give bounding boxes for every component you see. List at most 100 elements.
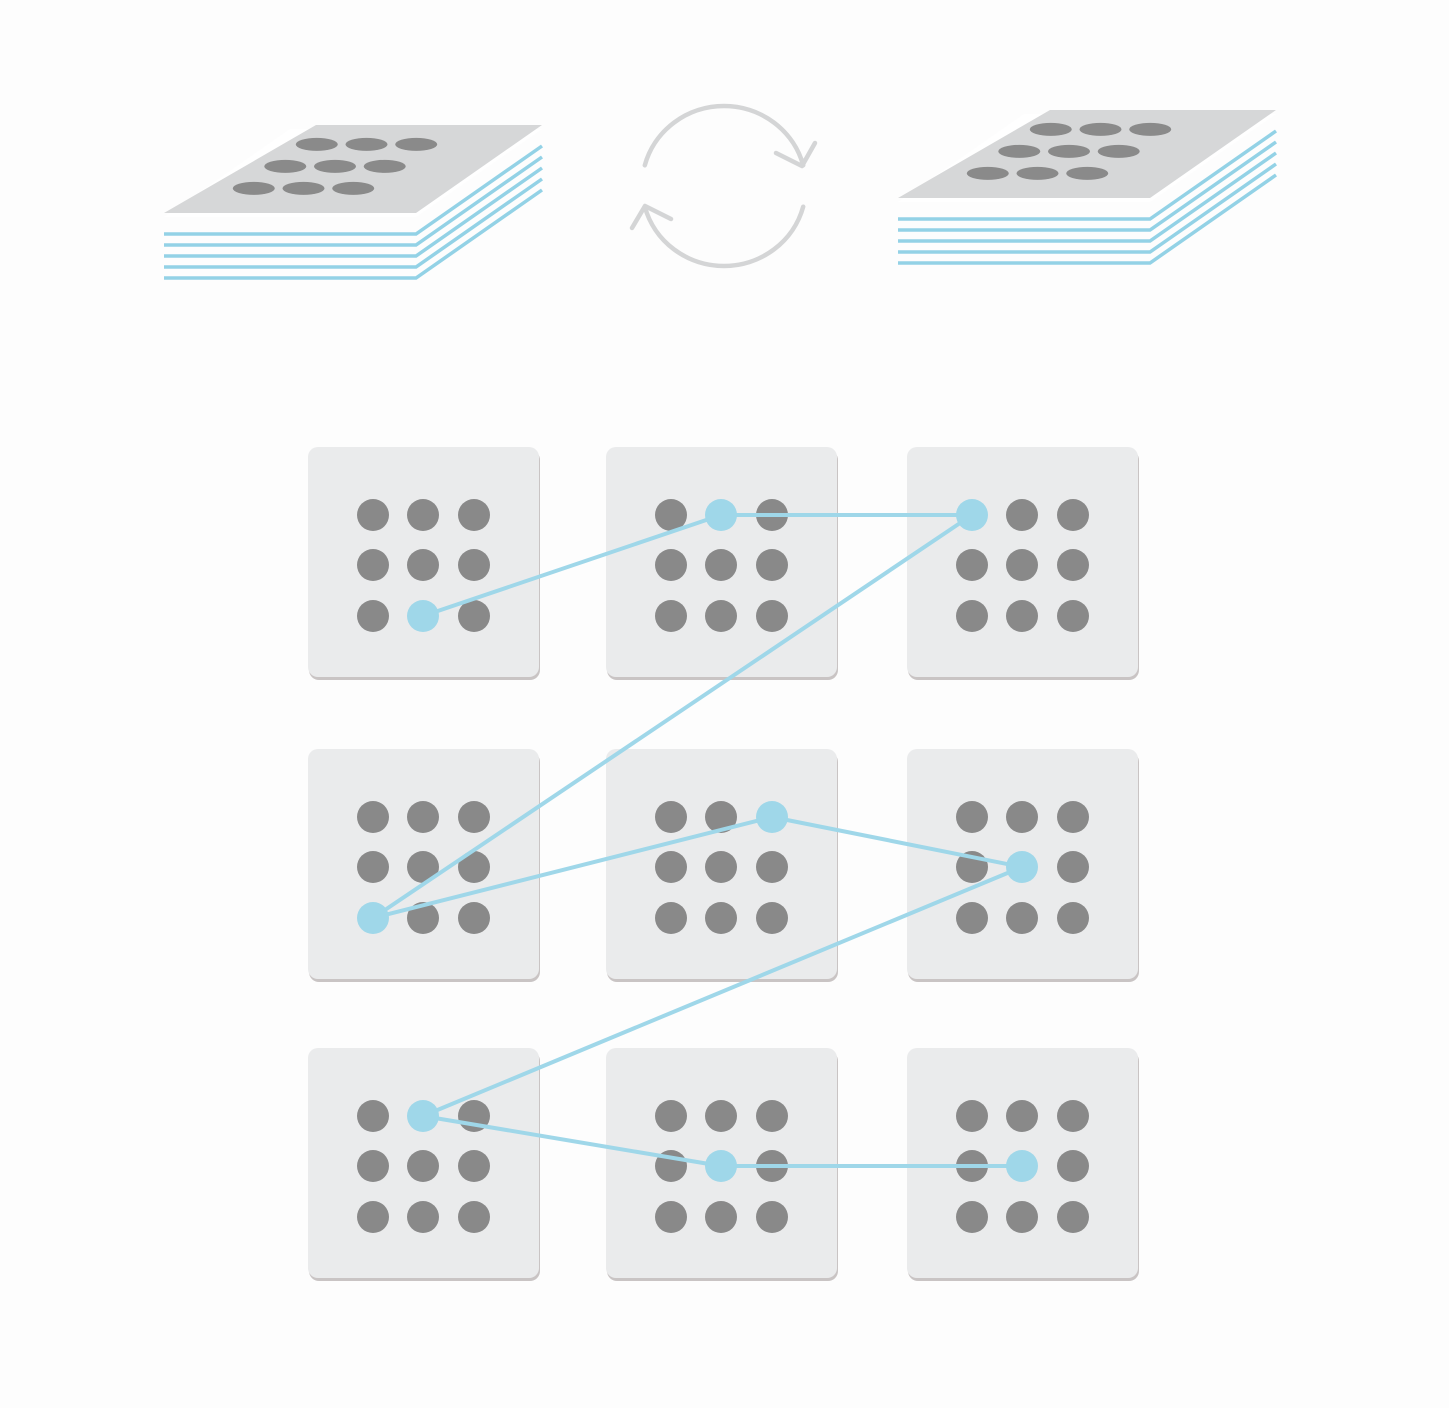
grid-dot xyxy=(1006,1100,1038,1132)
grid-dot xyxy=(655,1201,687,1233)
cycle-arrowhead-left xyxy=(629,203,674,231)
grid-dot xyxy=(1006,549,1038,581)
grid-dot xyxy=(407,1150,439,1182)
active-dot-0 xyxy=(407,600,439,632)
grid-dot xyxy=(655,1100,687,1132)
stack-dot xyxy=(264,159,307,173)
stack-dot xyxy=(332,181,375,195)
grid-dot xyxy=(1006,902,1038,934)
stack-dot xyxy=(1079,122,1122,136)
grid-dot xyxy=(1006,1201,1038,1233)
grid-dot xyxy=(1057,902,1089,934)
grid-dot xyxy=(655,851,687,883)
cycle-arrowhead-right xyxy=(773,140,818,169)
grid-dot xyxy=(705,549,737,581)
grid-dot xyxy=(956,902,988,934)
stack-dot xyxy=(1048,144,1090,158)
cycle-arc-top xyxy=(642,103,806,168)
stack-dot xyxy=(363,159,406,173)
card-0-0 xyxy=(308,447,540,680)
stack-dot xyxy=(345,137,388,151)
active-dot-3 xyxy=(357,902,389,934)
grid-dot xyxy=(458,600,490,632)
stack-layer-line xyxy=(898,129,1278,221)
stack-layer-line xyxy=(898,140,1278,232)
grid-dot xyxy=(1057,549,1089,581)
card-0-2 xyxy=(907,447,1139,680)
stack-dot xyxy=(1097,144,1140,158)
active-dot-8 xyxy=(1006,1150,1038,1182)
grid-dot xyxy=(705,851,737,883)
stack-dot xyxy=(1129,122,1172,136)
stack-dot xyxy=(395,137,438,151)
grid-dot xyxy=(956,1201,988,1233)
grid-dot xyxy=(357,801,389,833)
active-dot-6 xyxy=(407,1100,439,1132)
grid-dot xyxy=(458,902,490,934)
grid-dot xyxy=(655,902,687,934)
grid-dot xyxy=(1057,499,1089,531)
stacks-group xyxy=(164,110,1278,280)
grid-dot xyxy=(458,1150,490,1182)
grid-dot xyxy=(357,600,389,632)
refresh-cycle-icon xyxy=(629,103,818,269)
grid-dot xyxy=(1006,600,1038,632)
stack-dot xyxy=(314,159,356,173)
grid-dot xyxy=(1057,801,1089,833)
active-dot-5 xyxy=(1006,851,1038,883)
grid-dot xyxy=(458,499,490,531)
card-1-0 xyxy=(308,749,540,982)
stack-layer-line xyxy=(898,173,1278,265)
stack-layer-line xyxy=(164,144,544,236)
grid-dot xyxy=(407,851,439,883)
active-dot-1 xyxy=(705,499,737,531)
grid-dot xyxy=(756,851,788,883)
layered-grid-stack-icon-left xyxy=(164,125,544,280)
stack-layer-line xyxy=(898,151,1278,243)
stack-layer-line xyxy=(164,166,544,258)
cycle-arc-bottom xyxy=(642,204,806,269)
stack-dot xyxy=(295,137,338,151)
card-0-1 xyxy=(606,447,838,680)
card-2-0 xyxy=(308,1048,540,1281)
grid-dot xyxy=(705,902,737,934)
stack-dot xyxy=(1066,166,1109,180)
grid-dot xyxy=(357,1150,389,1182)
grid-dot xyxy=(705,600,737,632)
grid-dot xyxy=(655,499,687,531)
active-dots xyxy=(357,499,1038,1182)
grid-dot xyxy=(1057,851,1089,883)
grid-dot xyxy=(705,1201,737,1233)
grid-dot xyxy=(458,851,490,883)
grid-dot xyxy=(1057,1150,1089,1182)
grid-dot xyxy=(407,549,439,581)
grid-dot xyxy=(1006,801,1038,833)
grid-dot xyxy=(956,1100,988,1132)
grid-dot xyxy=(705,801,737,833)
grid-dot xyxy=(756,549,788,581)
grid-dot xyxy=(756,600,788,632)
grid-dot xyxy=(655,600,687,632)
grid-dot xyxy=(407,801,439,833)
grid-dot xyxy=(407,499,439,531)
grid-dot xyxy=(956,801,988,833)
stack-dot xyxy=(232,181,275,195)
stack-dot xyxy=(282,181,325,195)
grid-dot xyxy=(357,549,389,581)
grid-dot xyxy=(407,1201,439,1233)
grid-dot xyxy=(655,801,687,833)
grid-dot xyxy=(1057,1100,1089,1132)
grid-dot xyxy=(956,600,988,632)
grid-dot xyxy=(357,1100,389,1132)
grid-dot xyxy=(458,549,490,581)
grid-dot xyxy=(705,1100,737,1132)
grid-dot xyxy=(357,1201,389,1233)
grid-dot xyxy=(1006,499,1038,531)
grid-dot xyxy=(357,851,389,883)
stack-dot xyxy=(1029,122,1072,136)
active-dot-7 xyxy=(705,1150,737,1182)
layered-grid-stack-icon-right xyxy=(898,110,1278,265)
stack-layer-line xyxy=(164,177,544,269)
